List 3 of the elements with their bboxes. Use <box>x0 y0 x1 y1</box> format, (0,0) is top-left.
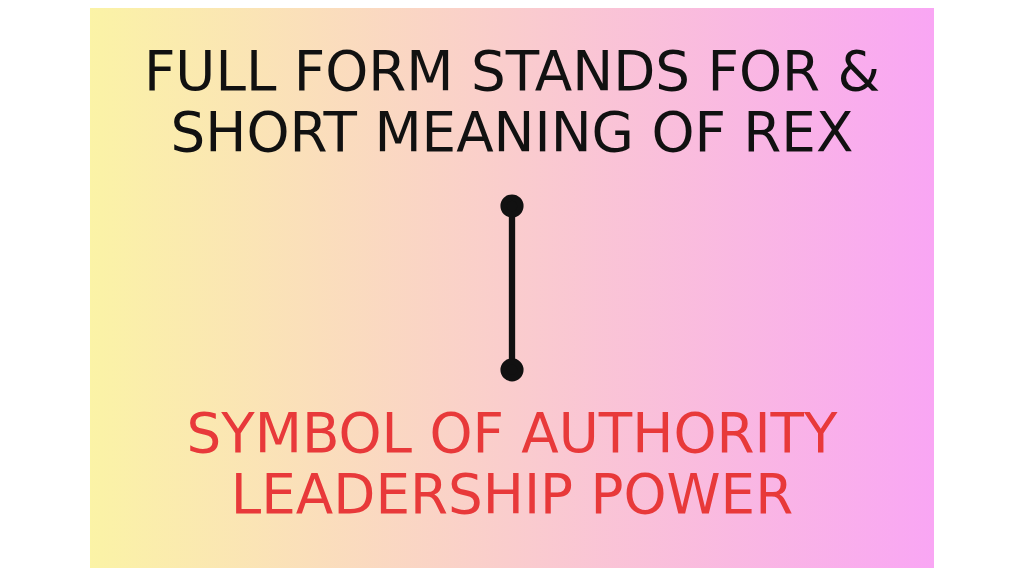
node-text: FULL FORM STANDS FOR & SHORT MEANING OF REX <box>143 38 881 164</box>
node-text: SYMBOL OF AUTHORITY LEADERSHIP POWER <box>186 400 838 526</box>
connector <box>500 194 524 382</box>
